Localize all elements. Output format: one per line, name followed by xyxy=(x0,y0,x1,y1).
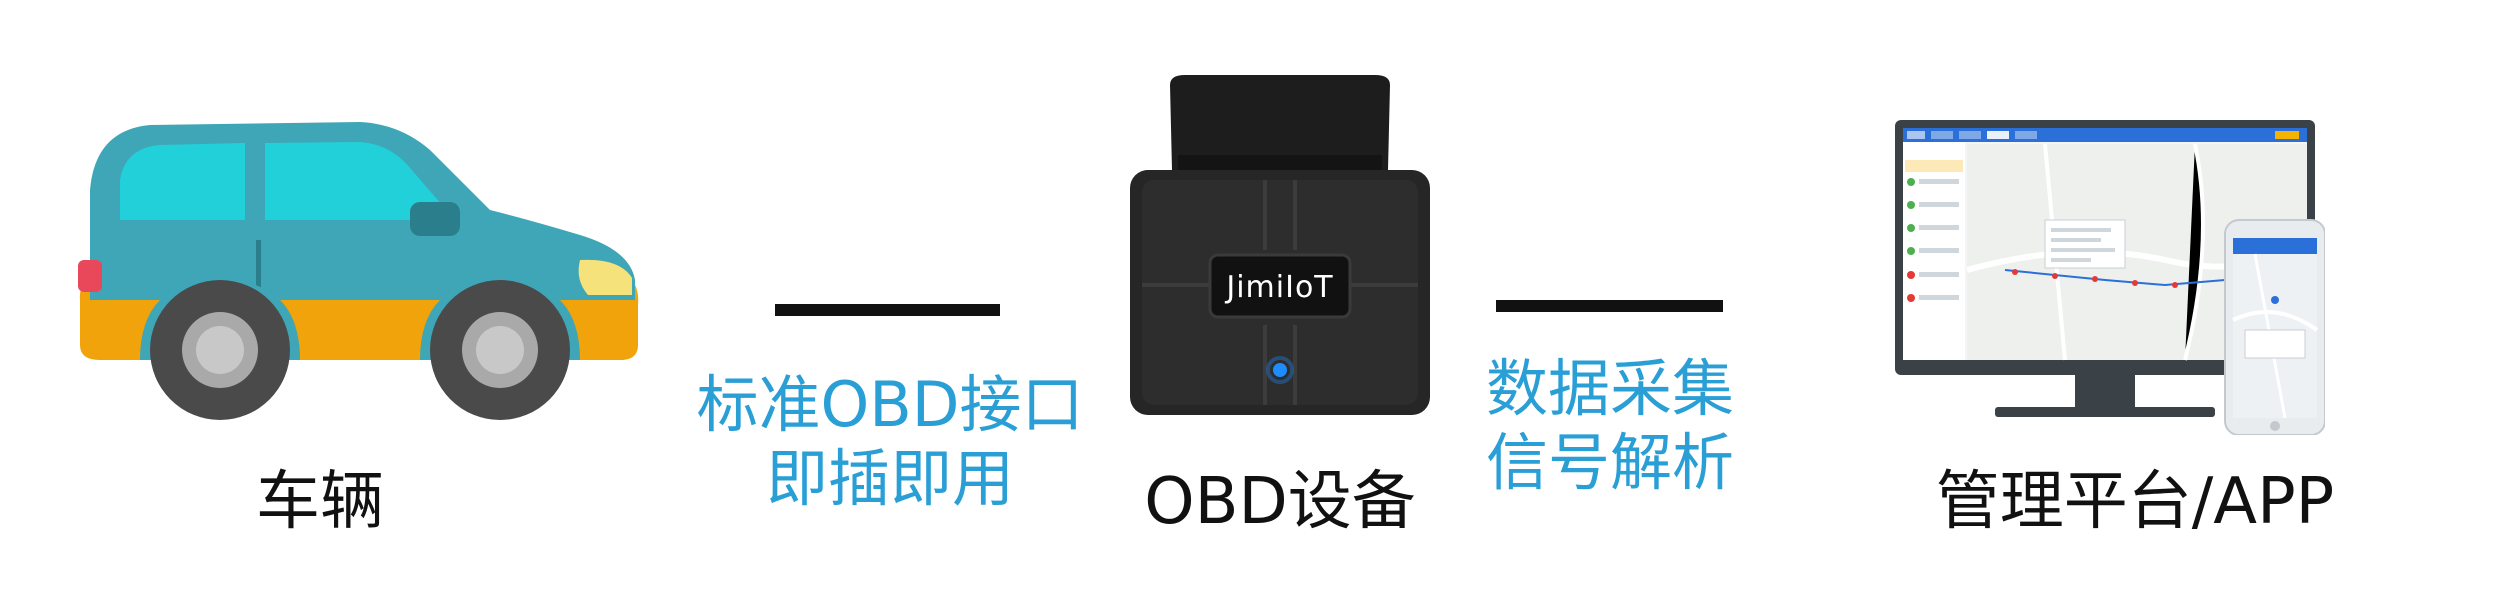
obd-interface-text: 标准OBD接口 即插即用 xyxy=(680,368,1100,517)
car-rear-wheel xyxy=(150,280,290,420)
platform-illustration xyxy=(1895,120,2325,435)
car-head-light xyxy=(578,259,632,295)
car-illustration xyxy=(78,122,639,420)
obd-interface-line1: 标准OBD接口 xyxy=(696,368,1084,441)
obd-plug xyxy=(1170,75,1390,170)
car-rear-light xyxy=(78,260,102,292)
monitor-base xyxy=(1995,407,2215,417)
car-rear-window xyxy=(120,143,245,220)
connector-line-1 xyxy=(775,304,1000,316)
car-mirror xyxy=(410,202,460,236)
obd-device-illustration xyxy=(1130,75,1430,415)
vehicle-label: 车辆 xyxy=(256,465,384,539)
obd-led xyxy=(1273,363,1287,377)
obd-brand-logo: JimiIoT xyxy=(1226,270,1334,305)
data-process-line1: 数据采集 xyxy=(1485,352,1734,425)
connector-line-2 xyxy=(1496,300,1723,312)
car-front-wheel xyxy=(430,280,570,420)
platform-label: 管理平台/APP xyxy=(1935,465,2335,539)
car-front-window xyxy=(265,142,455,220)
monitor-neck xyxy=(2075,375,2135,407)
phone-screen xyxy=(2233,238,2317,418)
data-process-line2: 信号解析 xyxy=(1485,426,1734,500)
device-label: OBD设备 xyxy=(1144,465,1416,539)
obd-interface-line2: 即插即用 xyxy=(765,442,1014,516)
data-process-text: 数据采集 信号解析 xyxy=(1460,352,1760,501)
obd-logo-plate xyxy=(1208,253,1352,319)
